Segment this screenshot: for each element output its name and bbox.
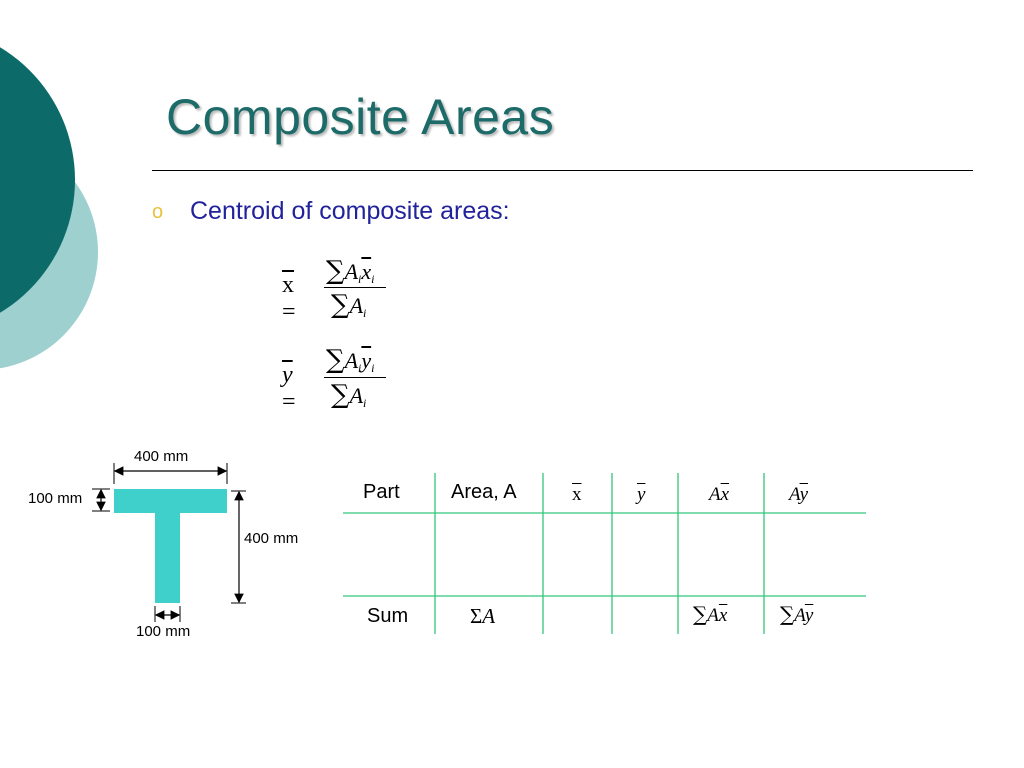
sum-area: ΣA bbox=[470, 604, 496, 628]
ybar-fraction-line bbox=[324, 377, 386, 378]
bullet-marker: o bbox=[152, 201, 164, 223]
header-part: Part bbox=[363, 481, 400, 503]
header-xbar: x bbox=[572, 484, 582, 505]
header-ay: Ay bbox=[789, 484, 808, 505]
ybar-numerator: ∑Aiyi bbox=[326, 345, 375, 375]
flange-label: 100 mm bbox=[28, 490, 83, 507]
centroid-table-grid bbox=[343, 473, 866, 634]
xbar-equals: = bbox=[282, 299, 296, 325]
width-label: 400 mm bbox=[134, 448, 189, 465]
xbar-denominator: ∑Ai bbox=[331, 290, 367, 320]
slide-title: Composite Areas bbox=[166, 89, 555, 145]
t-web bbox=[155, 513, 180, 603]
t-section-diagram bbox=[92, 463, 246, 622]
bullet-text: Centroid of composite areas: bbox=[190, 197, 510, 225]
t-flange bbox=[114, 489, 227, 513]
xbar-fraction-line bbox=[324, 287, 386, 288]
ybar-equals: = bbox=[282, 389, 296, 415]
deco-dark-circle bbox=[0, 47, 75, 313]
web-label: 100 mm bbox=[136, 623, 191, 640]
ybar-lhs: y bbox=[282, 362, 293, 388]
height-label: 400 mm bbox=[244, 530, 299, 547]
sum-label: Sum bbox=[367, 605, 409, 627]
xbar-numerator: ∑Aixi bbox=[326, 256, 375, 286]
sum-ay: ∑Ay bbox=[780, 602, 814, 626]
decorative-circles bbox=[0, 47, 98, 369]
ybar-denominator: ∑Ai bbox=[331, 380, 367, 410]
header-area: Area, A bbox=[451, 481, 517, 503]
header-ybar: y bbox=[637, 484, 646, 505]
xbar-lhs: x bbox=[282, 272, 294, 298]
sum-ax: ∑Ax bbox=[693, 602, 728, 626]
title-divider bbox=[152, 170, 973, 171]
header-ax: Ax bbox=[709, 484, 730, 505]
